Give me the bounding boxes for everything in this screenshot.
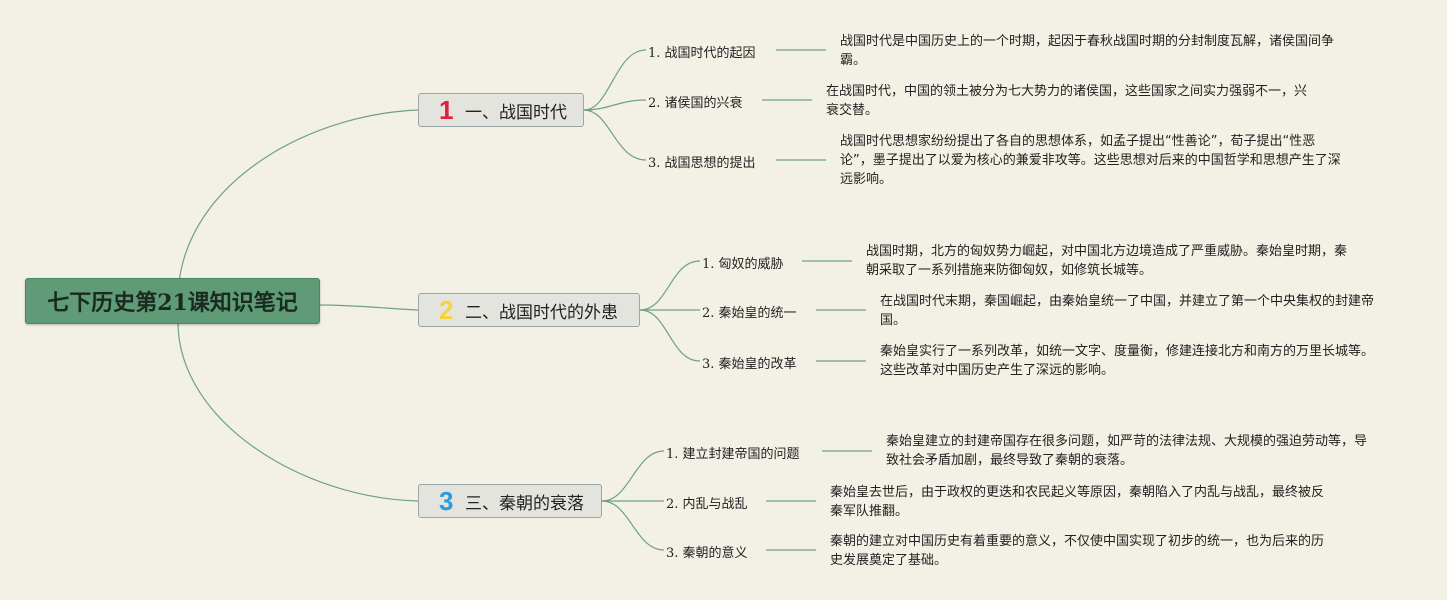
branch-number-3: 3 [439, 486, 454, 516]
branch-node-2[interactable]: 2 二、战国时代的外患 [418, 293, 640, 327]
sub-node-1-1[interactable]: 1. 战国时代的起因 [648, 46, 756, 61]
branch-node-1[interactable]: 1 一、战国时代 [418, 93, 584, 127]
sub-node-3-2[interactable]: 2. 内乱与战乱 [666, 497, 748, 512]
note-1-3: 战国时代思想家纷纷提出了各自的思想体系，如孟子提出“性善论”，荀子提出“性恶论”… [840, 134, 1341, 187]
connector-b1-i1 [583, 49, 647, 111]
connector-b3-i3 [601, 500, 665, 551]
branch-label-2: 二、战国时代的外患 [465, 302, 618, 323]
branch-node-3[interactable]: 3 三、秦朝的衰落 [418, 484, 602, 518]
connector-b2-i1 [639, 260, 701, 311]
note-2-2: 在战国时代末期，秦国崛起，由秦始皇统一了中国，并建立了第一个中央集权的封建帝国。 [880, 294, 1375, 328]
connector-root-branch-3 [177, 321, 419, 502]
sub-node-3-3[interactable]: 3. 秦朝的意义 [666, 546, 748, 561]
connector-root-branch-2 [317, 304, 419, 311]
note-2-3: 秦始皇实行了一系列改革，如统一文字、度量衡，修建连接北方和南方的万里长城等。这些… [880, 344, 1375, 378]
connector-b1-i2 [583, 99, 647, 111]
root-node[interactable]: 七下历史第21课知识笔记 [25, 278, 320, 324]
note-2-1: 战国时期，北方的匈奴势力崛起，对中国北方边境造成了严重威胁。秦始皇时期，秦朝采取… [866, 244, 1348, 278]
root-label: 七下历史第21课知识笔记 [47, 290, 298, 316]
note-3-3: 秦朝的建立对中国历史有着重要的意义，不仅使中国实现了初步的统一，也为后来的历史发… [830, 534, 1325, 568]
branch-number-1: 1 [439, 95, 454, 125]
branch-label-3: 三、秦朝的衰落 [465, 493, 584, 514]
note-1-1: 战国时代是中国历史上的一个时期，起因于春秋战国时期的分封制度瓦解，诸侯国间争霸。 [840, 34, 1335, 68]
sub-node-2-1[interactable]: 1. 匈奴的威胁 [702, 257, 784, 272]
branch-number-2: 2 [439, 295, 454, 325]
branch-label-1: 一、战国时代 [465, 102, 567, 123]
sub-node-2-3[interactable]: 3. 秦始皇的改革 [702, 357, 797, 372]
note-1-2: 在战国时代，中国的领土被分为七大势力的诸侯国，这些国家之间实力强弱不一，兴衰交替… [826, 84, 1308, 118]
sub-node-3-1[interactable]: 1. 建立封建帝国的问题 [666, 447, 800, 462]
connector-b2-i3 [639, 309, 701, 362]
connector-root-branch-1 [177, 109, 419, 301]
connector-b3-i1 [601, 450, 665, 502]
note-3-1: 秦始皇建立的封建帝国存在很多问题，如严苛的法律法规、大规模的强迫劳动等，导致社会… [886, 434, 1368, 468]
sub-node-2-2[interactable]: 2. 秦始皇的统一 [702, 306, 797, 321]
sub-node-1-3[interactable]: 3. 战国思想的提出 [648, 156, 756, 171]
note-3-2: 秦始皇去世后，由于政权的更迭和农民起义等原因，秦朝陷入了内乱与战乱，最终被反秦军… [830, 485, 1325, 519]
connector-b1-i3 [583, 109, 647, 161]
sub-node-1-2[interactable]: 2. 诸侯国的兴衰 [648, 96, 743, 111]
